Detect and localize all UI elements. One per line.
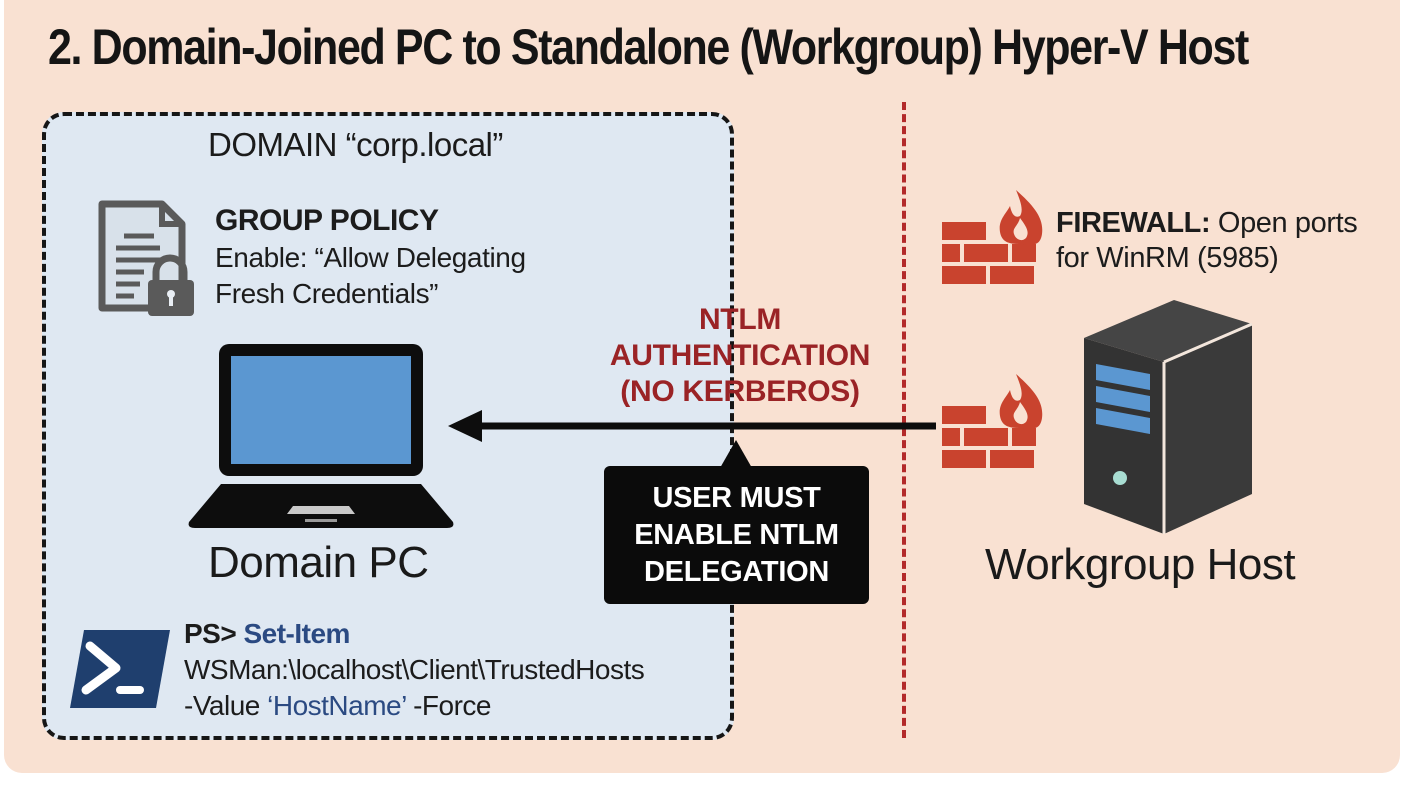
firewall-note-line-2: for WinRM (5985) bbox=[1056, 242, 1279, 274]
powershell-icon bbox=[68, 628, 172, 715]
group-policy-title: GROUP POLICY bbox=[215, 204, 439, 237]
workgroup-host-label: Workgroup Host bbox=[985, 540, 1296, 589]
firewall-note-line-1: FIREWALL: Open ports bbox=[1056, 206, 1358, 241]
ntlm-auth-label: NTLM AUTHENTICATION (NO KERBEROS) bbox=[590, 302, 890, 410]
document-lock-icon bbox=[94, 196, 204, 325]
ntlm-line-2: AUTHENTICATION bbox=[609, 339, 871, 372]
firewall-icon bbox=[940, 188, 1046, 293]
ps-command-path: WSMan:\localhost\Client\TrustedHosts bbox=[184, 654, 645, 685]
callout-text: USER MUST ENABLE NTLM DELEGATION bbox=[604, 480, 869, 591]
ps-value: ‘HostName’ bbox=[267, 690, 406, 721]
ntlm-line-3: (NO KERBEROS) bbox=[620, 375, 860, 408]
firewall-label-rest: Open ports bbox=[1210, 207, 1358, 239]
firewall-icon bbox=[940, 372, 1046, 477]
callout-line-1: USER MUST bbox=[652, 482, 821, 514]
group-policy-line-2: Fresh Credentials” bbox=[215, 278, 439, 309]
connection-arrow bbox=[446, 406, 946, 451]
callout-line-3: DELEGATION bbox=[644, 556, 829, 588]
ntlm-line-1: NTLM bbox=[698, 303, 782, 336]
ps-command-line-1: PS> Set-Item bbox=[184, 618, 350, 650]
network-boundary-divider bbox=[902, 102, 906, 738]
group-policy-line-1: Enable: “Allow Delegating bbox=[215, 242, 526, 273]
ps-command-line-3: -Value ‘HostName’ -Force bbox=[184, 690, 491, 722]
firewall-label: FIREWALL: bbox=[1056, 207, 1211, 239]
domain-label: DOMAIN “corp.local” bbox=[208, 126, 503, 163]
callout-pointer bbox=[720, 440, 752, 468]
ntlm-delegation-callout bbox=[604, 466, 869, 604]
callout-line-2: ENABLE NTLM bbox=[634, 519, 839, 551]
diagram-title: 2. Domain-Joined PC to Standalone (Workg… bbox=[48, 19, 1249, 75]
firewall-note: FIREWALL: Open ports for WinRM (5985) bbox=[1056, 206, 1358, 276]
ps-cmdlet: Set-Item bbox=[243, 618, 350, 649]
ps-value-flag: -Value bbox=[184, 690, 260, 721]
laptop-icon bbox=[185, 340, 457, 535]
ps-prompt: PS> bbox=[184, 618, 237, 649]
domain-pc-label: Domain PC bbox=[208, 538, 429, 587]
ps-force-flag: -Force bbox=[413, 690, 491, 721]
server-tower-icon bbox=[1082, 294, 1257, 539]
